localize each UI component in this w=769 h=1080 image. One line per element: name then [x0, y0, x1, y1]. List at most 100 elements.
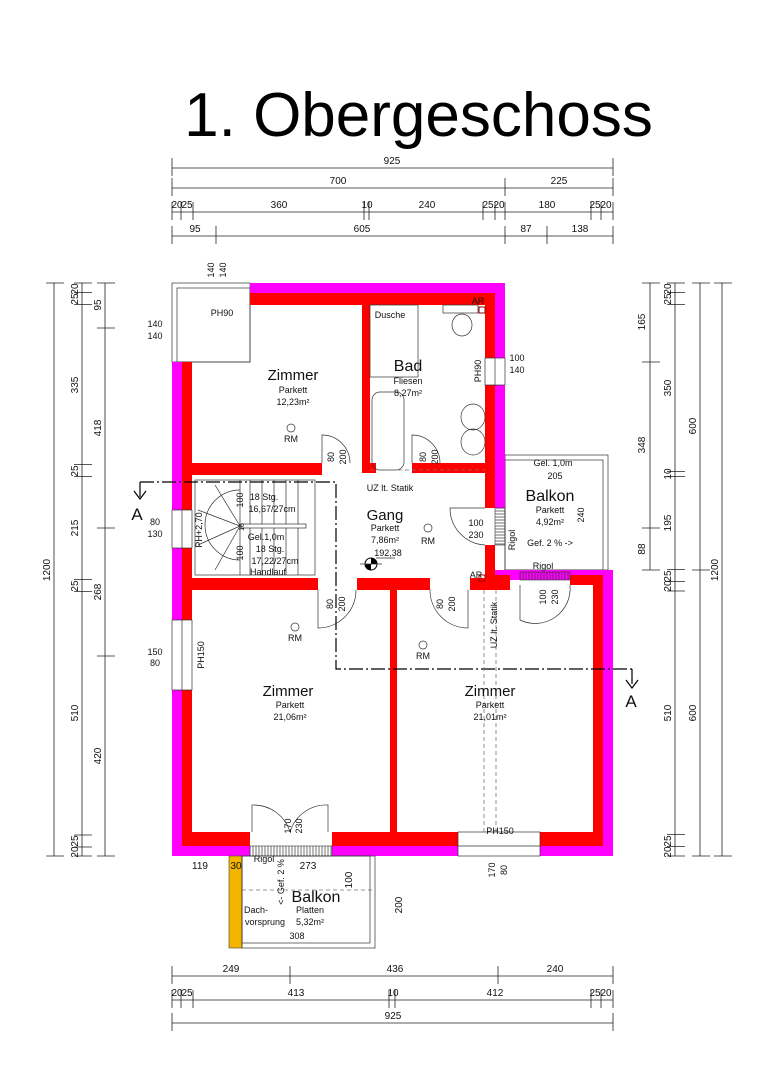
- dimension-label: 180: [539, 200, 556, 211]
- dimension-label: 20: [600, 200, 612, 211]
- page-title: 1. Obergeschoss: [184, 81, 653, 150]
- plan-label: 18 Stg.: [250, 492, 279, 502]
- plan-label: <- Gef. 2 %: [276, 859, 286, 905]
- plan-label: 100: [235, 492, 245, 507]
- plan-label: 200: [447, 596, 457, 611]
- sink: [460, 428, 486, 456]
- plan-label: 16,67/27cm: [248, 504, 295, 514]
- plan-label: 80: [326, 452, 336, 462]
- dimension-label: 436: [387, 964, 404, 975]
- dimension-label: 925: [384, 156, 401, 167]
- plan-label: Parkett: [536, 505, 565, 515]
- dimension-label: 335: [70, 376, 81, 393]
- dimension-label: 25: [70, 293, 81, 305]
- toilet: [451, 313, 473, 337]
- plan-label: 80: [150, 517, 160, 527]
- plan-label: 18 Stg.: [256, 544, 285, 554]
- dimension-label: 215: [70, 519, 81, 536]
- dimension-label: 25: [482, 200, 494, 211]
- dimension-label: 25: [70, 835, 81, 847]
- plan-label: PH150: [486, 826, 514, 836]
- plan-labels: ZimmerParkett12,23m²RMBadFliesen8,27m²Du…: [131, 262, 637, 941]
- plan-label: Dach-: [244, 905, 268, 915]
- plan-label: Rigol: [254, 854, 275, 864]
- plan-label: 192,38: [374, 548, 402, 558]
- dimension-label: 20: [600, 988, 612, 999]
- lower-balcony: [228, 855, 376, 949]
- section-line: [133, 306, 639, 832]
- bathroom-fixtures: [369, 304, 486, 471]
- dimension-label: 20: [70, 283, 81, 295]
- plan-label: 140: [509, 365, 524, 375]
- plan-label: UZ lt. Statik: [367, 483, 414, 493]
- dimension-label: 240: [419, 200, 436, 211]
- room-name: Gang: [367, 507, 404, 524]
- plan-label: RM: [284, 434, 298, 444]
- dimension-label: 348: [637, 436, 648, 453]
- plan-label: 140: [147, 319, 162, 329]
- plan-label: Platten: [296, 905, 324, 915]
- dimension-label: 25: [181, 200, 193, 211]
- dimension-label: 412: [487, 988, 504, 999]
- dimension-label: 195: [663, 514, 674, 531]
- plan-label: Gel. 1,0m: [533, 458, 572, 468]
- plan-label: 230: [550, 589, 560, 604]
- windows: [171, 357, 571, 857]
- dimension-label: 418: [93, 419, 104, 436]
- plan-label: PH90: [473, 360, 483, 383]
- dimension-label: 20: [70, 846, 81, 858]
- plan-label: 80: [418, 452, 428, 462]
- dimension-label: 10: [663, 468, 674, 480]
- dimension-label: 600: [688, 704, 699, 721]
- plan-label: PH+2,70: [194, 512, 204, 547]
- plan-label: 200: [338, 449, 348, 464]
- plan-label: 230: [294, 818, 304, 833]
- dimension-label: 350: [663, 379, 674, 396]
- dimension-label: 25: [663, 293, 674, 305]
- dimension-label: 1200: [42, 558, 53, 581]
- plan-label: 308: [289, 931, 304, 941]
- room-name: Bad: [394, 358, 422, 375]
- plan-label: 30: [230, 861, 242, 872]
- room-name: Zimmer: [268, 367, 319, 384]
- dimension-label: 10: [361, 200, 373, 211]
- plan-label: RM: [421, 536, 435, 546]
- plan-label: A: [131, 505, 143, 524]
- staircase: [194, 479, 316, 576]
- room-name: Zimmer: [263, 683, 314, 700]
- smoke-detector-icon: [286, 423, 296, 433]
- plan-label: 140: [218, 262, 228, 277]
- plan-label: 140: [147, 331, 162, 341]
- plan-label: 80: [499, 865, 509, 875]
- dimension-label: 25: [589, 200, 601, 211]
- dimension-label: 138: [572, 224, 589, 235]
- dimension-label: 1200: [710, 558, 721, 581]
- plan-label: 5,32m²: [296, 917, 324, 927]
- dimension-label: 225: [551, 176, 568, 187]
- plan-label: AR: [470, 570, 483, 580]
- plan-label: 150: [147, 647, 162, 657]
- plan-label: 7,86m²: [371, 535, 399, 545]
- dimension-label: 240: [547, 964, 564, 975]
- dimension-label: 925: [385, 1011, 402, 1022]
- plan-label: 80: [150, 658, 160, 668]
- plan-label: Parkett: [276, 700, 305, 710]
- dimension-label: 10: [387, 988, 399, 999]
- plan-label: 200: [337, 596, 347, 611]
- dimension-label: 20: [493, 200, 505, 211]
- plan-label: 119: [192, 861, 208, 872]
- dimension-label: 95: [93, 299, 104, 311]
- plan-label: UZ lt. Statik: [489, 601, 499, 648]
- plan-label: 230: [468, 530, 483, 540]
- plan-label: AR: [472, 296, 485, 306]
- plan-label: 100: [235, 545, 245, 560]
- plan-label: PH90: [211, 308, 234, 318]
- plan-label: 100: [538, 589, 548, 604]
- plan-label: 8,27m²: [394, 388, 422, 398]
- dimension-label: 25: [70, 580, 81, 592]
- dimension-label: 25: [181, 988, 193, 999]
- dimension-label: 25: [663, 570, 674, 582]
- plan-label: 4,92m²: [536, 517, 564, 527]
- sink: [460, 403, 486, 431]
